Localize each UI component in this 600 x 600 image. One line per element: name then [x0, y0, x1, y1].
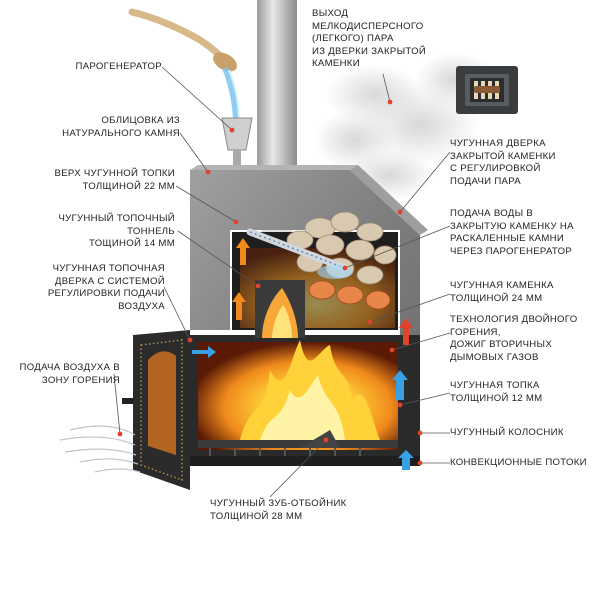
- label-steam-generator: ПАРОГЕНЕРАТОР: [75, 61, 162, 72]
- label-water-supply: ПОДАЧА ВОДЫ В ЗАКРЫТУЮ КАМЕНКУ НА РАСКАЛ…: [450, 208, 574, 257]
- grate: [188, 440, 420, 466]
- deflector: [300, 430, 340, 448]
- label-grate: ЧУГУННЫЙ КОЛОСНИК: [450, 427, 564, 438]
- label-fire-tunnel: ЧУГУННЫЙ ТОПОЧНЫЙ ТОННЕЛЬ ТОЩИНОЙ 14 ММ: [58, 213, 175, 249]
- label-convection: КОНВЕКЦИОННЫЕ ПОТОКИ: [450, 457, 587, 468]
- hot-gas-arrow-icon: [232, 238, 413, 345]
- heater-door-icon: [456, 66, 518, 114]
- label-deflector: ЧУГУННЫЙ ЗУБ-ОТБОЙНИК ТОЛЩИНОЙ 28 ММ: [210, 498, 347, 522]
- leader-lines: [113, 66, 451, 498]
- hot-stones: [308, 280, 391, 310]
- air-arrow-icon: [192, 346, 414, 470]
- label-steam-outlet: ВЫХОД МЕЛКОДИСПЕРСНОГО (ЛЕГКОГО) ПАРА ИЗ…: [312, 8, 427, 69]
- air-wisps: [59, 425, 141, 473]
- fire-door: [122, 330, 190, 490]
- marker-dots: [117, 99, 423, 466]
- ladle-icon: [128, 8, 237, 72]
- label-fire-door: ЧУГУННАЯ ТОПОЧНАЯ ДВЕРКА С СИСТЕМОЙ РЕГУ…: [47, 263, 165, 312]
- label-firebox: ЧУГУННАЯ ТОПКА ТОЛЩИНОЙ 12 ММ: [450, 380, 543, 404]
- fire-tunnel: [255, 280, 305, 338]
- label-stone-cladding: ОБЛИЦОВКА ИЗ НАТУРАЛЬНОГО КАМНЯ: [62, 115, 180, 139]
- label-double-combustion: ТЕХНОЛОГИЯ ДВОЙНОГО ГОРЕНИЯ, ДОЖИГ ВТОРИ…: [450, 314, 578, 363]
- label-heater-door: ЧУГУННАЯ ДВЕРКА ЗАКРЫТОЙ КАМЕНКИ С РЕГУЛ…: [450, 138, 556, 187]
- steam-generator: [221, 117, 253, 170]
- water-stream-icon: [222, 66, 240, 119]
- label-air-supply: ПОДАЧА ВОЗДУХА В ЗОНУ ГОРЕНИЯ: [19, 362, 120, 386]
- steam-cloud-icon: [315, 52, 495, 200]
- chimney: [257, 0, 297, 175]
- label-firebox-top: ВЕРХ ЧУГУННОЙ ТОПКИ ТОЛЩИНОЙ 22 ММ: [54, 168, 175, 192]
- label-heater-chamber: ЧУГУННАЯ КАМЕНКА ТОЛЩИНОЙ 24 ММ: [450, 280, 554, 304]
